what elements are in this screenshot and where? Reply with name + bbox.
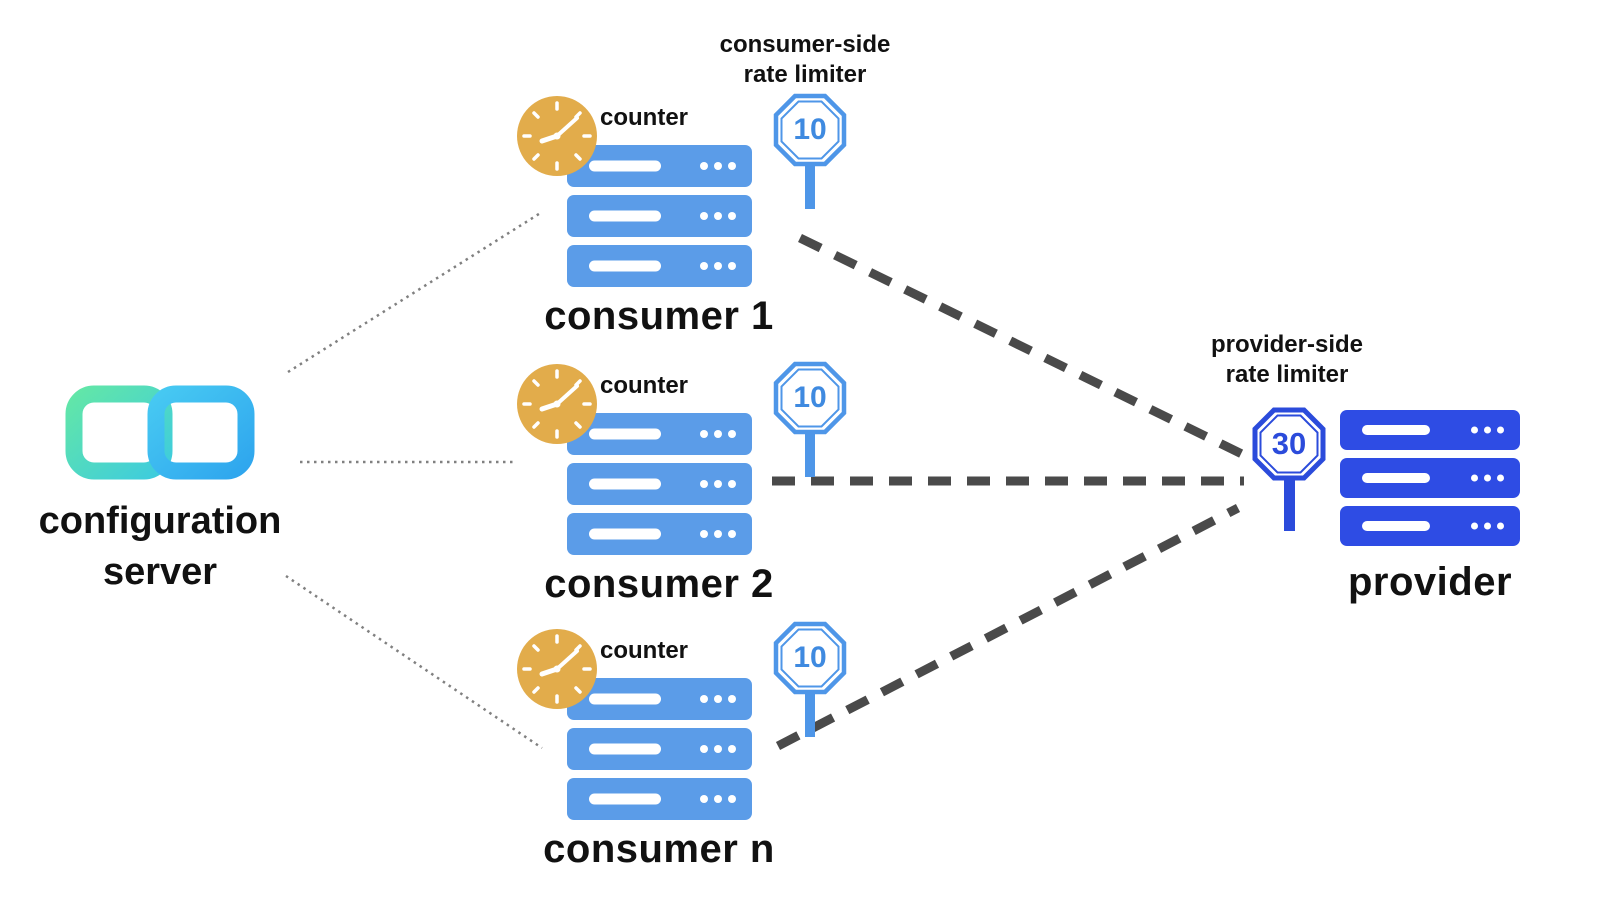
config-server-label-line2: server bbox=[102, 551, 218, 594]
server-row bbox=[567, 678, 752, 720]
rate-limit-value: 10 bbox=[793, 113, 827, 146]
server-leds-icon bbox=[700, 480, 736, 488]
provider-side-limiter-line1: provider-side bbox=[1210, 331, 1364, 358]
server-slot bbox=[589, 793, 661, 805]
consumer1-label: consumer 1 bbox=[544, 294, 774, 338]
stop-sign-icon bbox=[773, 621, 847, 737]
edge-config-to-consumer1 bbox=[287, 210, 543, 374]
server-slot bbox=[589, 160, 661, 172]
provider-server-stack-icon bbox=[1340, 410, 1520, 554]
server-slot bbox=[589, 478, 661, 490]
consumer-n-label: consumer n bbox=[543, 827, 775, 871]
rate-limit-value: 10 bbox=[793, 381, 827, 414]
server-leds-icon bbox=[700, 212, 736, 220]
server-row bbox=[1340, 410, 1520, 450]
stop-sign-icon bbox=[773, 361, 847, 477]
consumer2-server-stack-icon bbox=[567, 413, 752, 563]
server-slot bbox=[589, 693, 661, 705]
counter-clock-icon bbox=[517, 96, 597, 176]
server-slot bbox=[1362, 521, 1430, 531]
provider-side-limiter-label: provider-side rate limiter bbox=[1177, 330, 1397, 390]
edge-consumer1-to-provider bbox=[798, 233, 1248, 461]
server-row bbox=[567, 513, 752, 555]
consumer2-rate-limit-sign: 10 bbox=[773, 361, 847, 488]
server-row bbox=[567, 463, 752, 505]
provider-side-limiter-line2: rate limiter bbox=[1225, 361, 1349, 388]
counter-label: counter bbox=[600, 637, 689, 664]
counter-clock-icon bbox=[517, 629, 597, 709]
server-slot bbox=[589, 210, 661, 222]
rate-limit-value: 30 bbox=[1271, 426, 1307, 461]
consumer1-server-stack-icon bbox=[567, 145, 752, 295]
server-row bbox=[567, 145, 752, 187]
server-leds-icon bbox=[700, 795, 736, 803]
server-leds-icon bbox=[1471, 426, 1504, 434]
consumer-n-rate-limit-sign: 10 bbox=[773, 621, 847, 748]
server-row bbox=[567, 245, 752, 287]
server-slot bbox=[589, 428, 661, 440]
rate-limit-value: 10 bbox=[793, 641, 827, 674]
consumer-side-limiter-line1: consumer-side bbox=[719, 31, 891, 58]
server-leds-icon bbox=[1471, 522, 1504, 530]
provider-rate-limit-sign: 30 bbox=[1252, 407, 1326, 540]
consumer-side-limiter-line2: rate limiter bbox=[743, 61, 867, 88]
config-server-label-line1: configuration bbox=[38, 500, 282, 542]
server-leds-icon bbox=[700, 745, 736, 753]
counter-clock-icon bbox=[517, 364, 597, 444]
edge-consumer-n-to-provider bbox=[775, 504, 1241, 750]
server-leds-icon bbox=[1471, 474, 1504, 482]
consumer1-rate-limit-sign: 10 bbox=[773, 93, 847, 220]
server-row bbox=[1340, 506, 1520, 546]
provider-label: provider bbox=[1347, 560, 1513, 604]
edge-config-to-consumer-n bbox=[285, 574, 543, 750]
server-slot bbox=[589, 743, 661, 755]
server-slot bbox=[1362, 473, 1430, 483]
server-slot bbox=[589, 528, 661, 540]
server-row bbox=[567, 728, 752, 770]
server-slot bbox=[1362, 425, 1430, 435]
server-row bbox=[567, 778, 752, 820]
stop-sign-icon bbox=[1252, 407, 1326, 531]
server-leds-icon bbox=[700, 162, 736, 170]
stop-sign-icon bbox=[773, 93, 847, 209]
server-leds-icon bbox=[700, 262, 736, 270]
consumer-side-limiter-label: consumer-side rate limiter bbox=[695, 30, 915, 90]
server-row bbox=[567, 195, 752, 237]
server-leds-icon bbox=[700, 530, 736, 538]
server-row bbox=[567, 413, 752, 455]
counter-label: counter bbox=[600, 372, 689, 399]
consumer2-label: consumer 2 bbox=[544, 562, 774, 606]
server-slot bbox=[589, 260, 661, 272]
server-leds-icon bbox=[700, 695, 736, 703]
counter-label: counter bbox=[600, 104, 689, 131]
config-server-label: configuration server bbox=[10, 496, 310, 599]
server-row bbox=[1340, 458, 1520, 498]
config-server-logo-icon bbox=[65, 385, 255, 480]
server-leds-icon bbox=[700, 430, 736, 438]
consumer-n-server-stack-icon bbox=[567, 678, 752, 828]
